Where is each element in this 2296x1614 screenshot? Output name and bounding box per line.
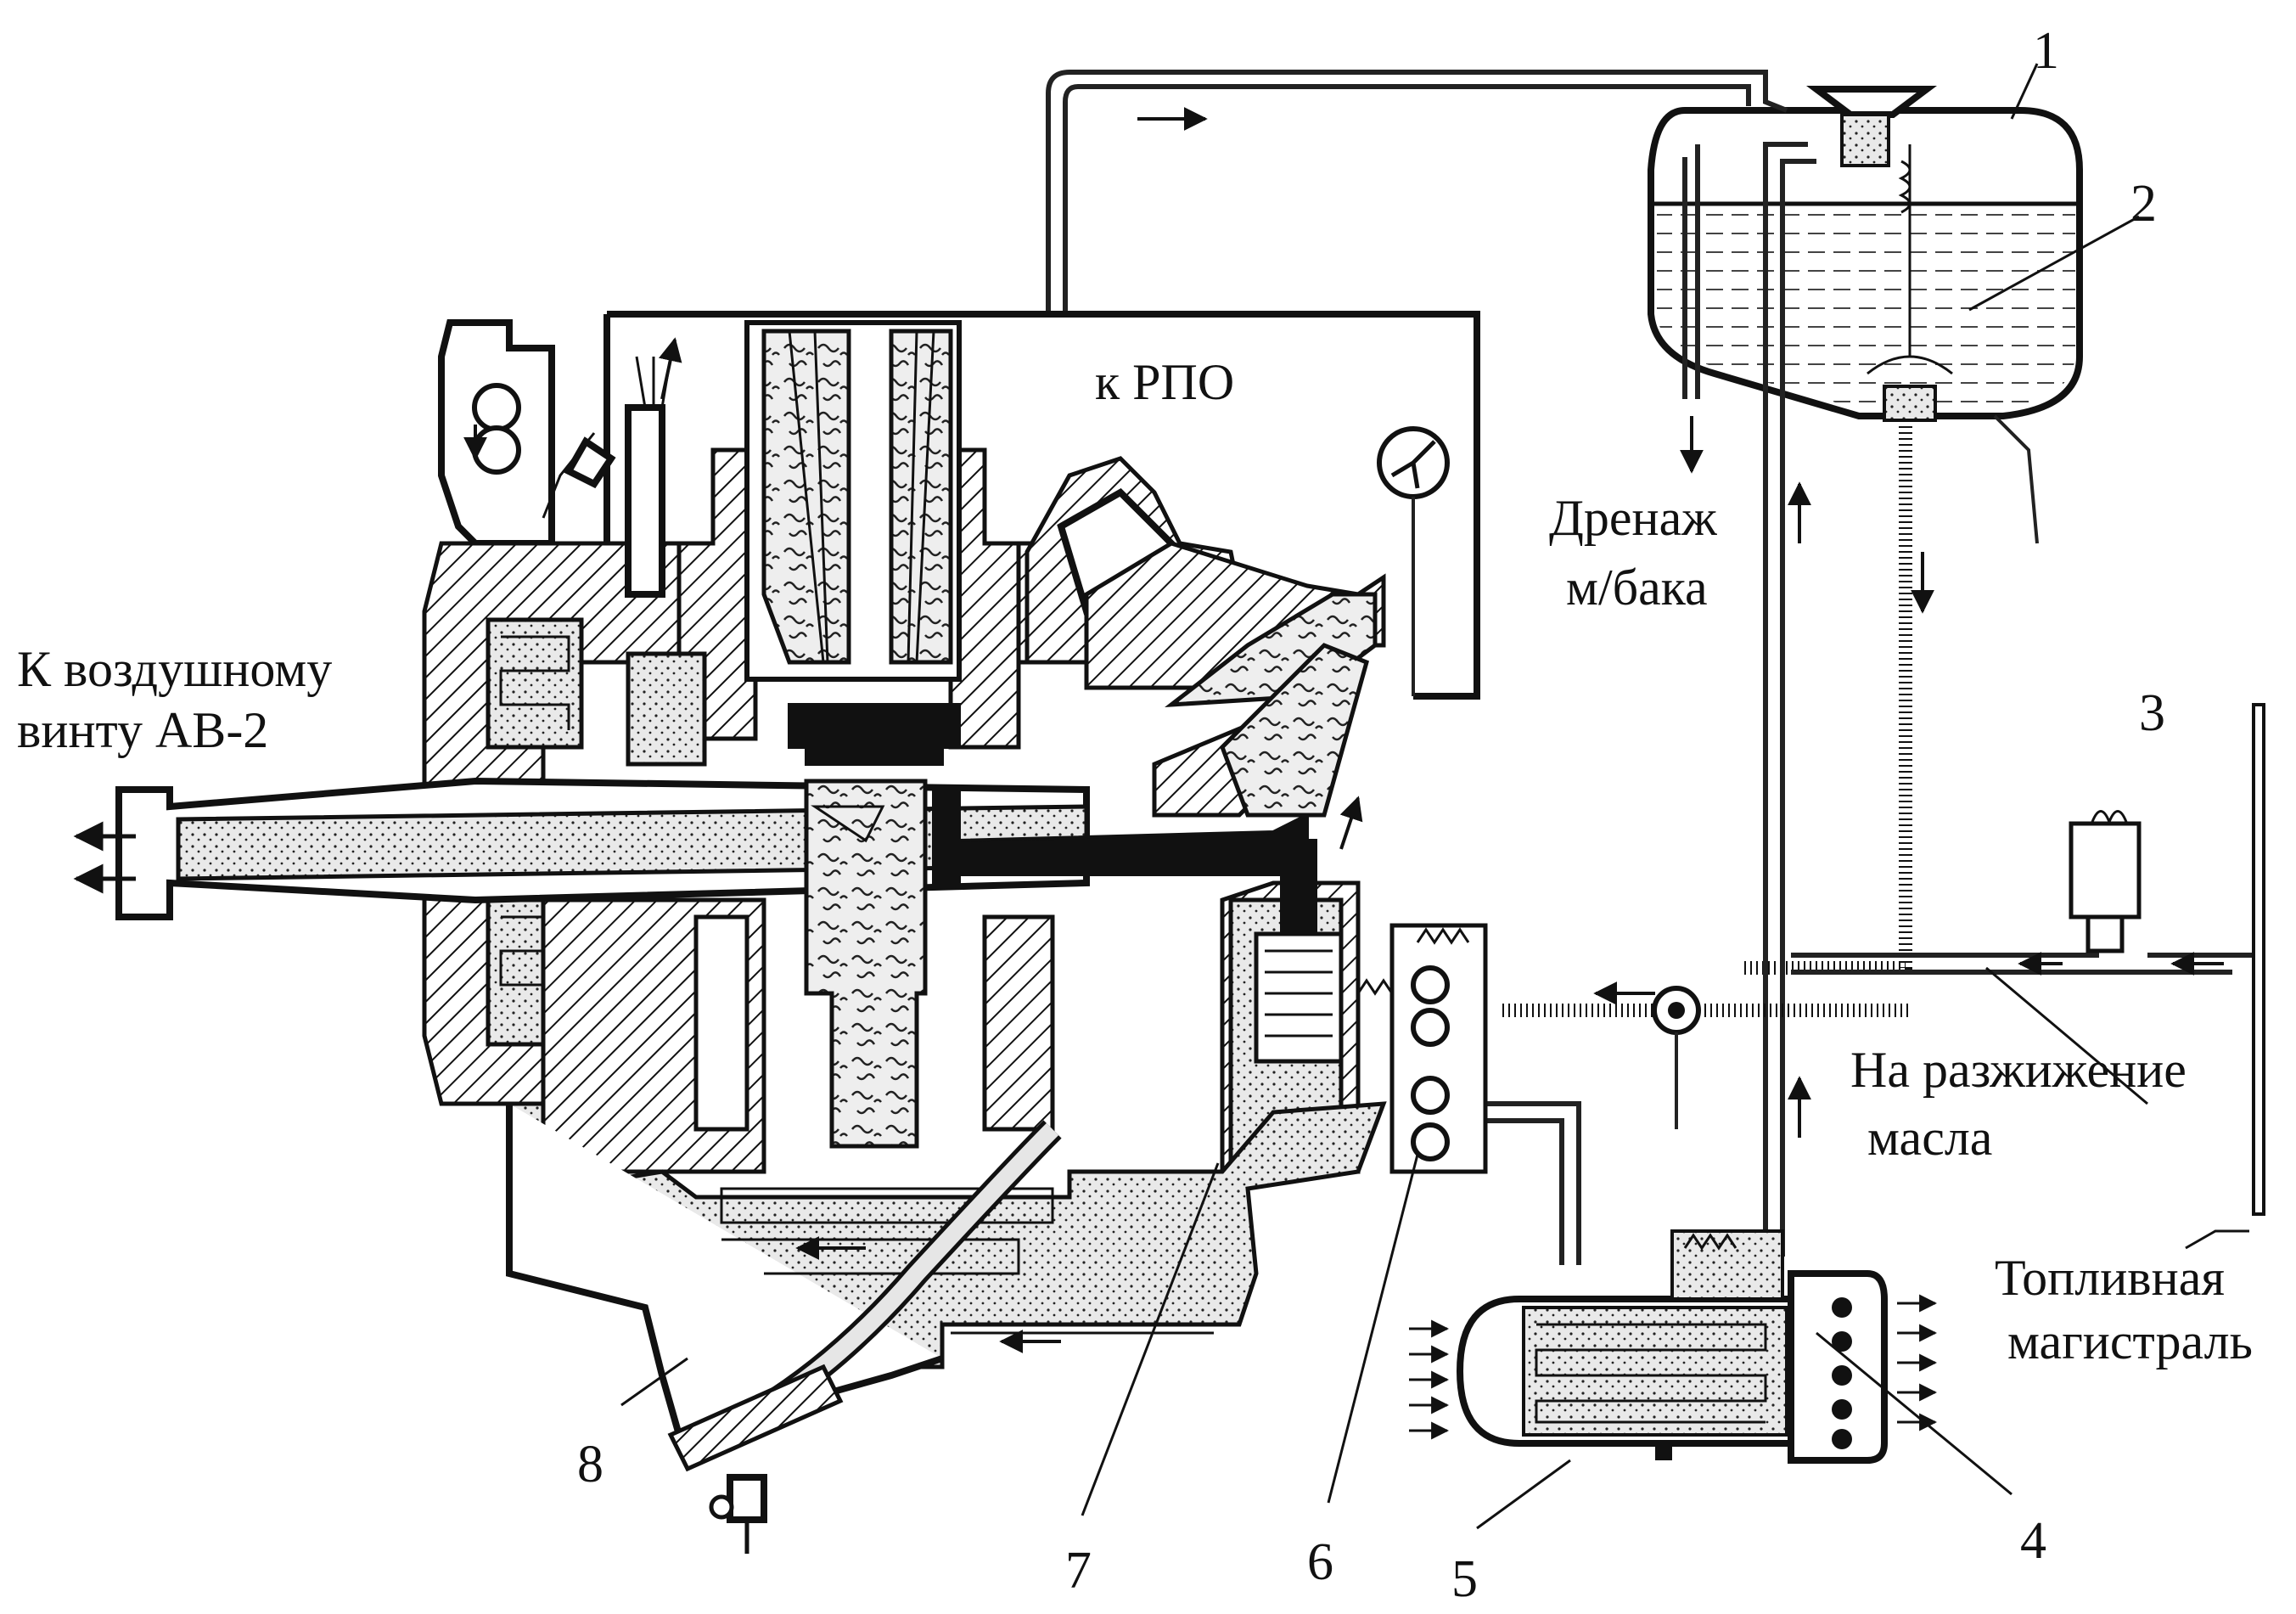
label-fuel-line2: магистраль (2007, 1313, 2253, 1369)
label-rpo: к РПО (1095, 354, 1234, 410)
dilution-valve (2069, 810, 2142, 953)
callout-3: 3 (2139, 684, 2165, 742)
callout-7: 7 (1065, 1542, 1092, 1600)
engine-housing (73, 311, 1488, 1554)
label-drain-line1: Дренаж (1549, 490, 1717, 546)
label-propeller-line1: К воздушному (17, 641, 332, 697)
part-numbers: 1 2 3 4 5 6 7 8 (577, 22, 2165, 1608)
callout-1: 1 (2033, 22, 2059, 80)
leader-lines (620, 63, 2249, 1530)
oil-pipes (1046, 70, 2265, 1265)
label-dilution-line2: масла (1867, 1110, 1992, 1166)
label-dilution-line1: На разжижение (1850, 1042, 2187, 1098)
label-fuel-line1: Топливная (1995, 1250, 2225, 1306)
oil-tank (1648, 86, 2083, 544)
label-drain-line2: м/бака (1566, 560, 1708, 616)
oil-cooler (1409, 1229, 1938, 1464)
callout-6: 6 (1307, 1533, 1333, 1591)
callout-4: 4 (2020, 1512, 2046, 1570)
callout-2: 2 (2130, 175, 2157, 233)
label-propeller-line2: винту АВ-2 (17, 702, 268, 758)
text-labels: К воздушному винту АВ-2 к РПО Дренаж м/б… (17, 354, 2253, 1369)
callout-5: 5 (1451, 1550, 1478, 1608)
callout-8: 8 (577, 1436, 603, 1493)
